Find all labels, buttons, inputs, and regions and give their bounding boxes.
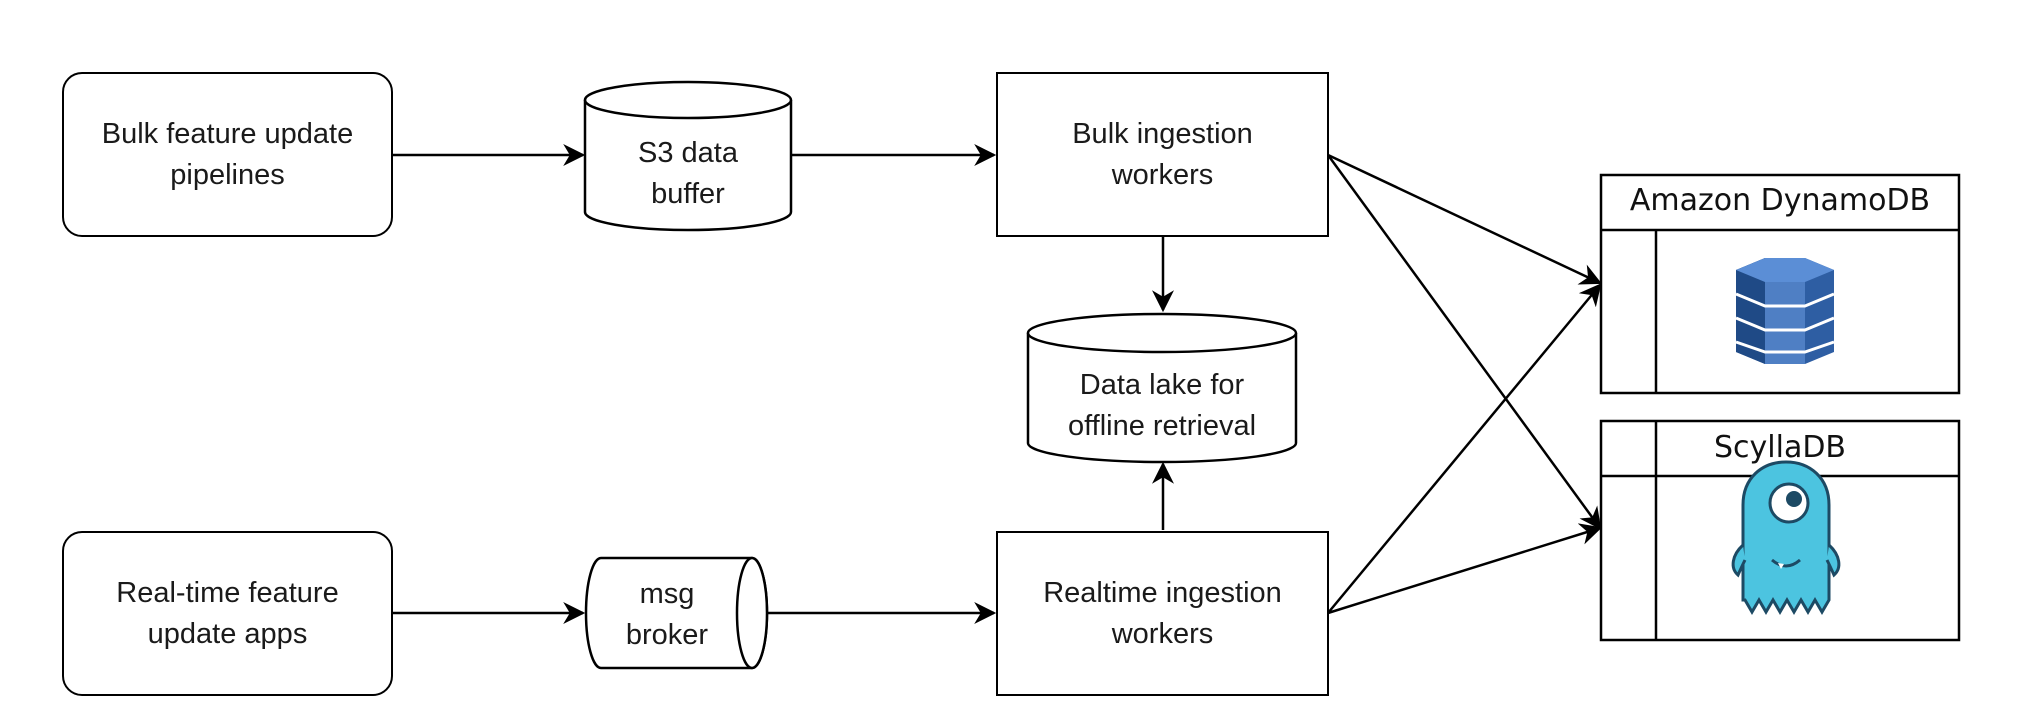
scylladb-title: ScyllaDB [1713,430,1847,465]
data-lake-cylinder [1026,312,1298,464]
realtime-ingestion-workers-label: Realtime ingestion workers [1043,576,1282,650]
bulk-ingestion-workers-box: Bulk ingestion workers [996,72,1329,237]
bulk-feature-update-pipelines-box: Bulk feature update pipelines [62,72,393,237]
realtime-ingestion-workers-box: Realtime ingestion workers [996,531,1329,696]
realtime-feature-update-apps-label: Real-time feature update apps [116,576,339,650]
amazon-dynamodb-title: Amazon DynamoDB [1629,183,1931,218]
realtime-feature-update-apps-box: Real-time feature update apps [62,531,393,696]
bulk-ingestion-workers-label: Bulk ingestion workers [1072,117,1253,191]
msg-broker-label: msg broker [625,578,709,651]
msg-broker-cylinder [584,556,769,670]
scylladb-monster-icon [1731,460,1841,615]
connectors [392,144,1603,624]
data-lake-label: Data lake for offline retrieval [1067,369,1257,442]
dynamodb-logo-icon [1735,258,1835,364]
bulk-feature-update-pipelines-label: Bulk feature update pipelines [101,117,354,191]
s3-buffer-cylinder [583,80,793,232]
s3-data-buffer-label: S3 data buffer [638,137,738,210]
